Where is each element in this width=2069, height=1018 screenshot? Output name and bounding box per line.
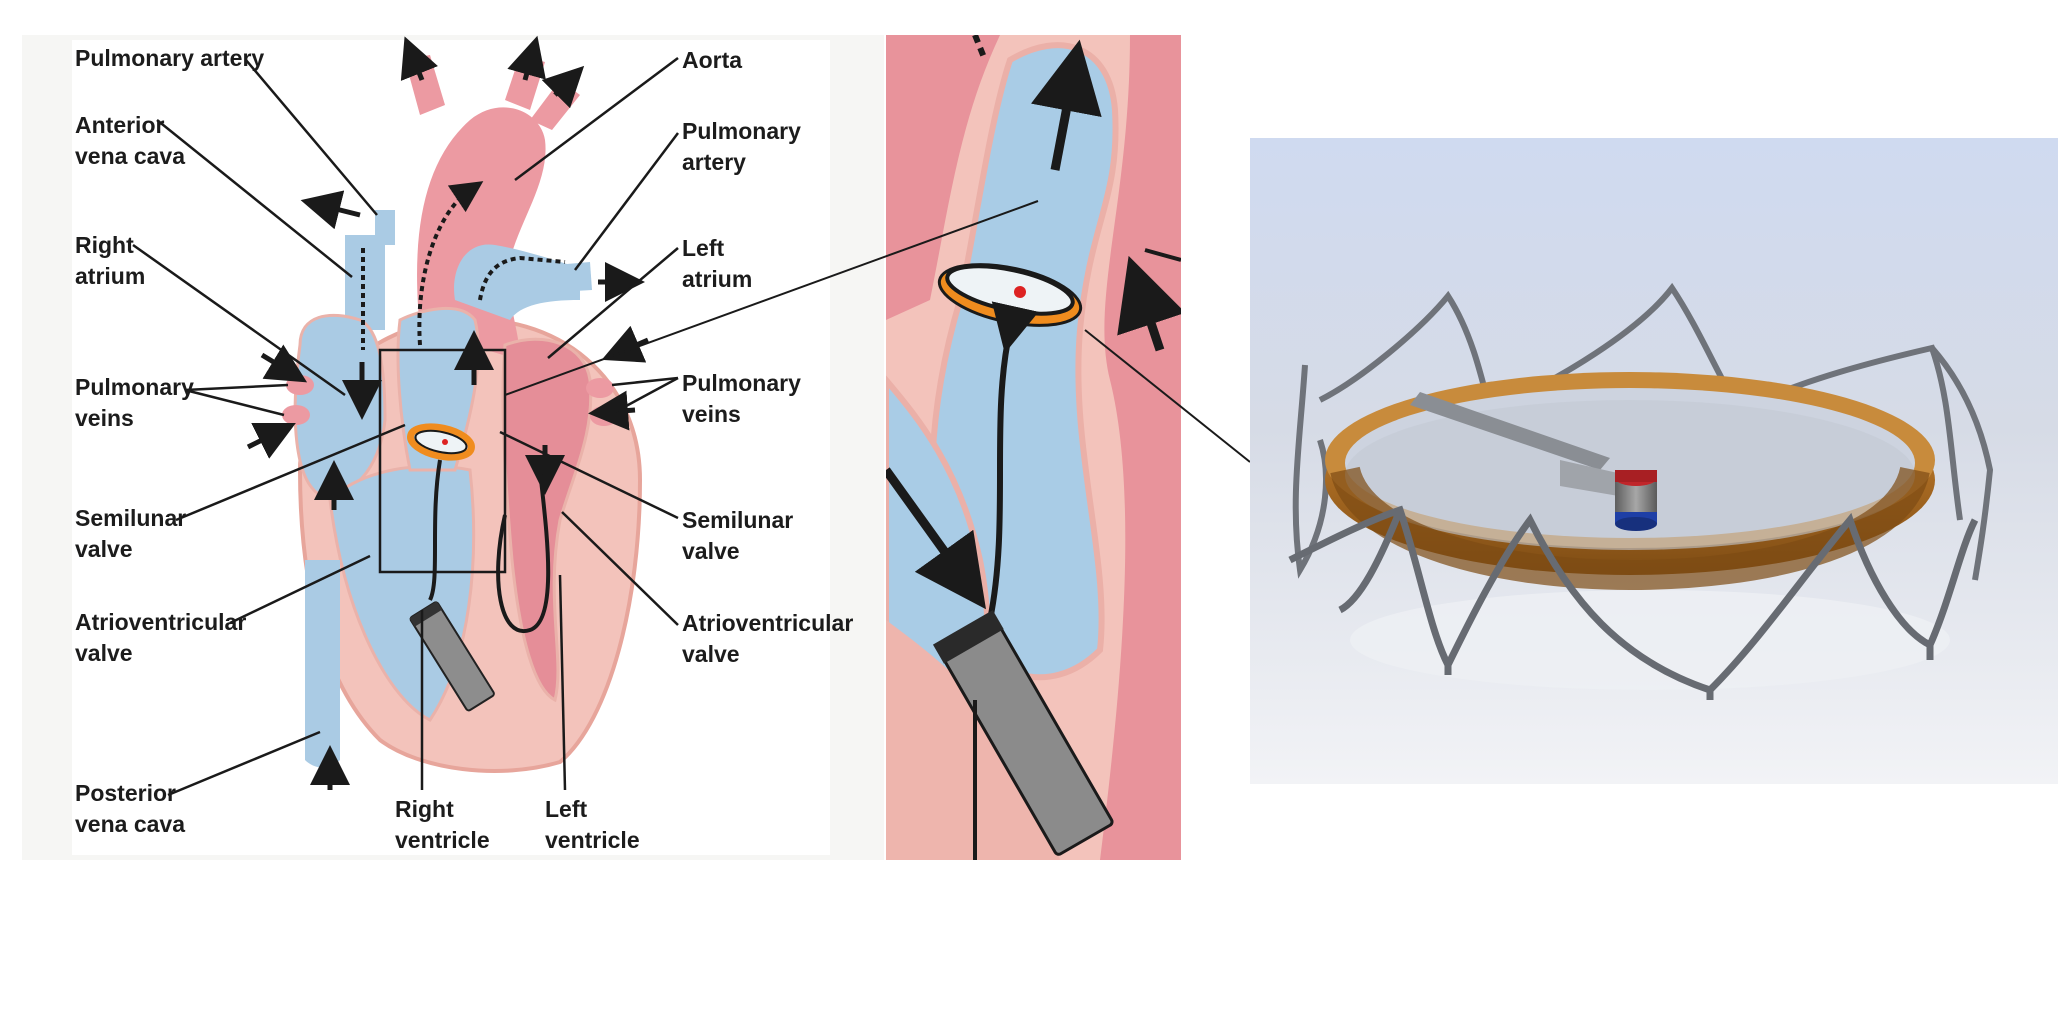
sensor-arm <box>1410 392 1657 531</box>
implanted-ring-device <box>407 423 495 712</box>
label-pulmonary-veins: Pulmonary veins <box>75 374 194 431</box>
label-left-atrium: Left atrium <box>682 235 753 292</box>
zoom-region-box <box>378 348 507 574</box>
label-pulmonary-artery: Pulmonary artery <box>75 45 265 71</box>
label-right-atrium: Right atrium <box>75 232 146 289</box>
label-right-ventricle: Right ventricle <box>395 796 490 853</box>
implanted-ring-device-zoomed <box>932 263 1114 860</box>
label-aorta: Aorta <box>682 47 743 73</box>
label-atrioventricular-valve-right: Atrioventricular valve <box>682 610 854 667</box>
label-semilunar-valve-right: Semilunar valve <box>682 507 794 564</box>
connector-lines <box>504 200 1251 463</box>
label-posterior-vena-cava: Posterior vena cava <box>75 780 185 837</box>
label-left-ventricle: Left ventricle <box>545 796 640 853</box>
stent-frame-front <box>1288 505 1979 700</box>
label-atrioventricular-valve: Atrioventricular valve <box>75 609 247 666</box>
label-pulmonary-veins-right: Pulmonary veins <box>682 370 801 427</box>
label-anterior-vena-cava: Anterior vena cava <box>75 112 185 169</box>
label-semilunar-valve: Semilunar valve <box>75 505 187 562</box>
leader-lines <box>132 56 679 797</box>
label-pulmonary-artery-right: Pulmonary artery <box>682 118 801 175</box>
heart-diagram-panel <box>22 35 884 860</box>
magnet <box>1615 470 1657 531</box>
cad-render-panel <box>1250 138 2058 784</box>
zoom-detail-panel <box>886 35 1181 860</box>
